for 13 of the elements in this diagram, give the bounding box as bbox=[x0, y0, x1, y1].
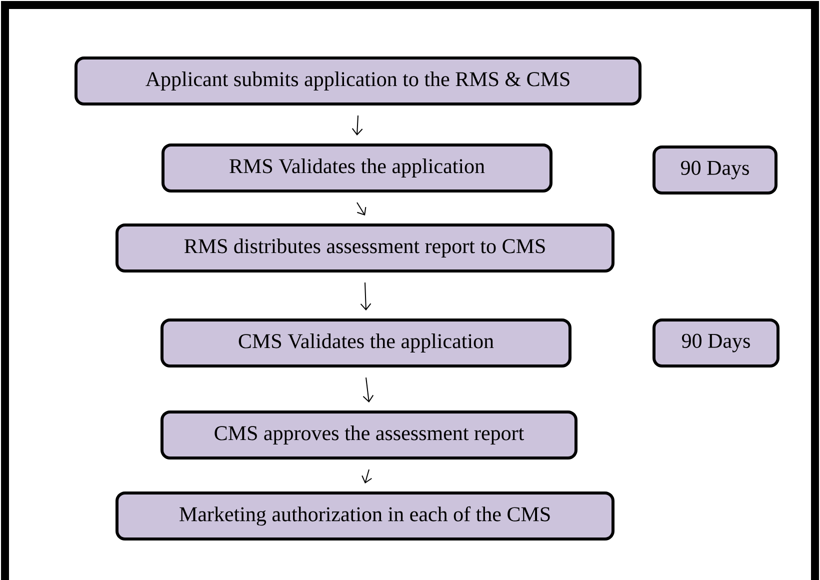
arrow bbox=[362, 377, 374, 402]
process-box: RMS distributes assessment report to CMS bbox=[116, 224, 614, 272]
arrow bbox=[352, 115, 363, 136]
duration-box: 90 Days bbox=[652, 146, 778, 194]
arrow bbox=[360, 282, 372, 310]
process-box: CMS approves the assessment report bbox=[160, 410, 578, 460]
process-box: RMS Validates the application bbox=[162, 144, 552, 192]
process-box: CMS Validates the application bbox=[160, 318, 572, 368]
arrow bbox=[356, 202, 366, 216]
arrow bbox=[362, 469, 372, 484]
process-box: Applicant submits application to the RMS & CMS bbox=[74, 56, 642, 106]
duration-box: 90 Days bbox=[652, 318, 780, 368]
process-box: Marketing authorization in each of the CMS bbox=[116, 492, 614, 540]
